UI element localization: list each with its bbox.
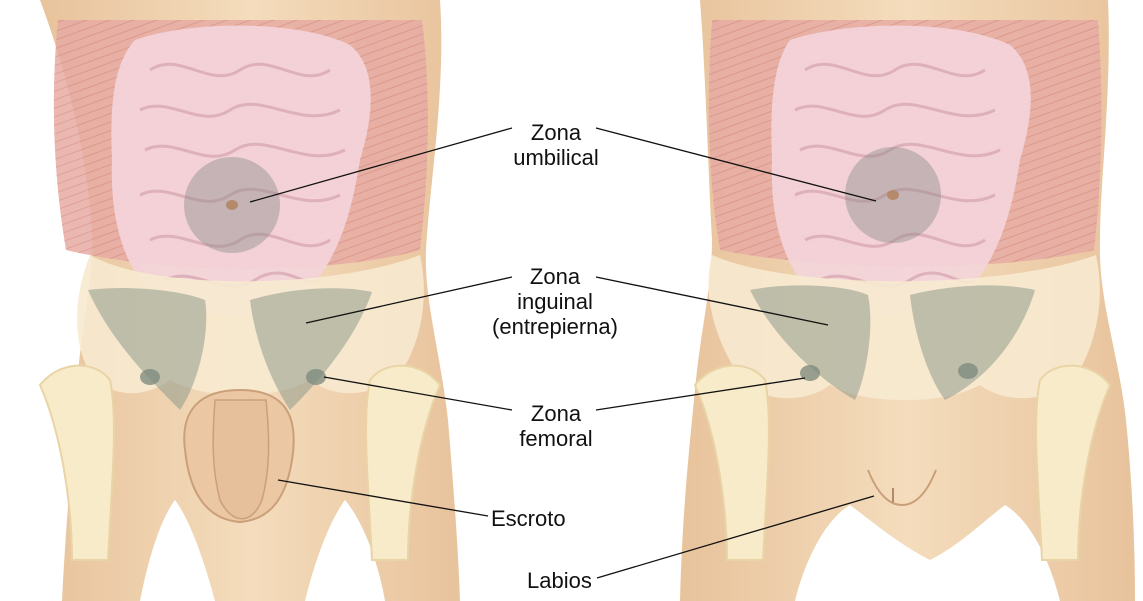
female-navel bbox=[887, 190, 899, 200]
label-scrotum: Escroto bbox=[491, 506, 566, 531]
label-umbilical-zone: Zona umbilical bbox=[510, 120, 602, 170]
male-navel bbox=[226, 200, 238, 210]
male-penis bbox=[213, 400, 268, 519]
label-femoral-zone: Zona femoral bbox=[510, 401, 602, 451]
female-figure bbox=[680, 0, 1135, 601]
female-right-femoral-zone bbox=[958, 363, 978, 379]
male-left-femur bbox=[40, 366, 114, 560]
label-inguinal-zone: Zona inguinal (entrepierna) bbox=[480, 264, 630, 339]
male-figure bbox=[40, 0, 460, 601]
male-right-femoral-zone bbox=[306, 369, 326, 385]
label-labia: Labios bbox=[527, 568, 592, 593]
male-left-femoral-zone bbox=[140, 369, 160, 385]
